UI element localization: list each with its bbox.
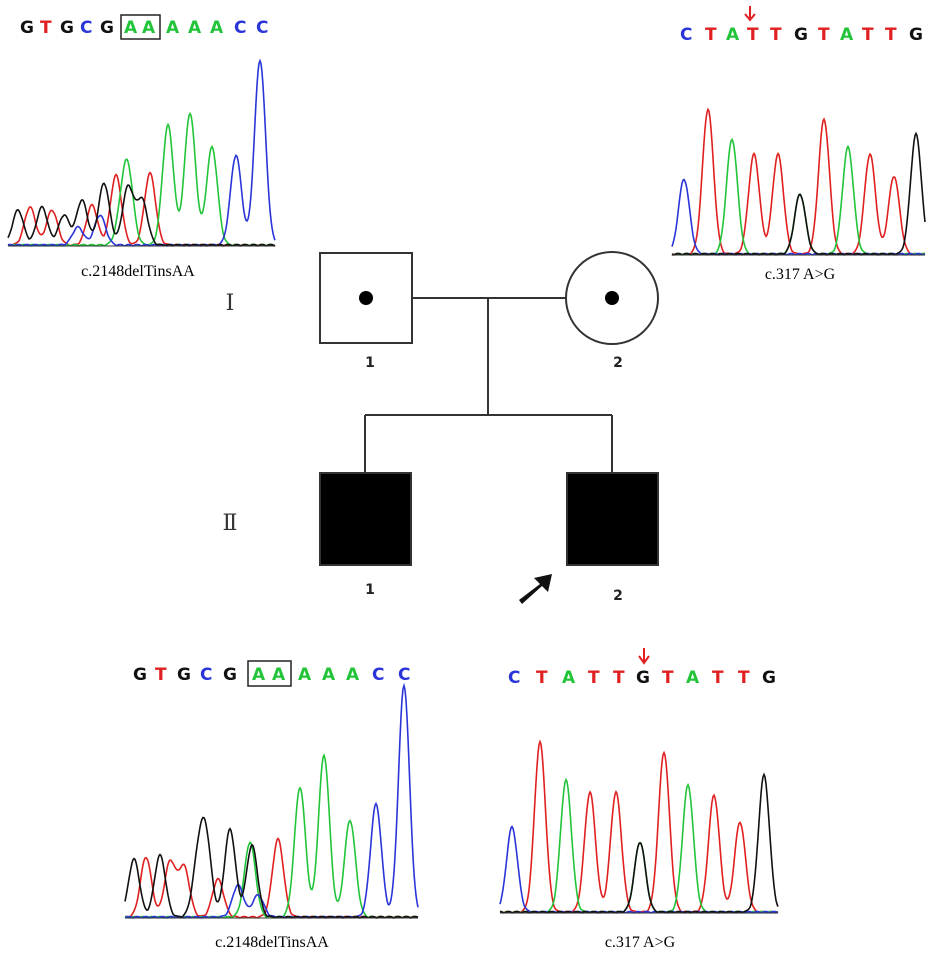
trace-group bbox=[671, 107, 926, 256]
trace-group bbox=[7, 58, 276, 247]
mutation-caption: c.317 A>G bbox=[605, 934, 676, 951]
base-letter: A bbox=[686, 668, 700, 688]
base-letter: A bbox=[346, 665, 360, 685]
base-letter: A bbox=[840, 25, 854, 45]
base-letter: T bbox=[662, 668, 674, 688]
pedigree: Ⅰ Ⅱ 1 2 1 2 bbox=[223, 251, 659, 604]
generation-label: Ⅱ bbox=[223, 511, 238, 536]
base-letter: C bbox=[508, 668, 520, 688]
base-letter: T bbox=[613, 668, 625, 688]
individual-I-2: 2 bbox=[565, 251, 659, 371]
base-letter: T bbox=[862, 25, 874, 45]
male-affected-symbol bbox=[566, 472, 659, 566]
carrier-dot-icon bbox=[359, 291, 373, 305]
base-letter: A bbox=[252, 665, 266, 685]
individual-number: 1 bbox=[365, 582, 375, 598]
trace-G bbox=[671, 131, 926, 256]
generation-label: Ⅰ bbox=[226, 291, 235, 316]
base-letter: C bbox=[398, 665, 410, 685]
trace-group bbox=[499, 739, 779, 914]
trace-A bbox=[124, 753, 419, 919]
base-letter: T bbox=[747, 25, 759, 45]
chromatogram-mother: C T A T T G T A T T G c.317 A>G bbox=[671, 6, 926, 283]
base-letter: A bbox=[726, 25, 740, 45]
base-letter: T bbox=[155, 665, 167, 685]
base-letter: T bbox=[885, 25, 897, 45]
chromatogram-proband-1: G T G C G A A A A A C C c.2148delTinsAA bbox=[124, 660, 419, 951]
trace-G bbox=[124, 816, 419, 919]
trace-T bbox=[7, 171, 276, 247]
base-letter: G bbox=[177, 665, 191, 685]
base-letter: G bbox=[20, 18, 34, 38]
trace-G bbox=[7, 182, 276, 247]
chromatogram-proband-2-sequence: C T A T T G T A T T G bbox=[508, 668, 776, 688]
base-letter: C bbox=[256, 18, 268, 38]
base-letter: G bbox=[762, 668, 776, 688]
trace-T bbox=[671, 107, 926, 256]
individual-number: 2 bbox=[613, 355, 623, 371]
mutation-caption: c.2148delTinsAA bbox=[81, 263, 195, 280]
base-letter: T bbox=[40, 18, 52, 38]
base-letter: C bbox=[200, 665, 212, 685]
mutation-caption: c.317 A>G bbox=[765, 266, 836, 283]
base-letter: G bbox=[100, 18, 114, 38]
base-letter: A bbox=[124, 18, 138, 38]
proband-arrow-icon bbox=[519, 574, 552, 604]
base-letter: G bbox=[223, 665, 237, 685]
base-letter: A bbox=[166, 18, 180, 38]
base-letter: G bbox=[794, 25, 808, 45]
base-letter: T bbox=[536, 668, 548, 688]
insertion-box bbox=[247, 660, 292, 687]
base-letter: T bbox=[818, 25, 830, 45]
base-letter: T bbox=[705, 25, 717, 45]
insertion-box bbox=[120, 14, 161, 40]
base-letter: C bbox=[372, 665, 384, 685]
individual-I-1: 1 bbox=[319, 252, 413, 371]
mutation-arrow-icon bbox=[744, 6, 756, 22]
mutation-caption: c.2148delTinsAA bbox=[215, 934, 329, 951]
base-letter: C bbox=[234, 18, 246, 38]
base-letter: C bbox=[80, 18, 92, 38]
individual-II-1: 1 bbox=[319, 472, 412, 598]
individual-II-2: 2 bbox=[519, 472, 659, 604]
base-letter: A bbox=[142, 18, 156, 38]
chromatogram-father-sequence: G T G C G A A A A A C C bbox=[20, 18, 268, 38]
base-letter: T bbox=[770, 25, 782, 45]
chromatogram-proband-1-sequence: G T G C G A A A A A C C bbox=[133, 665, 410, 685]
chromatogram-proband-2: C T A T T G T A T T G c.317 A>G bbox=[499, 648, 779, 951]
individual-number: 2 bbox=[613, 588, 623, 604]
base-letter: C bbox=[680, 25, 692, 45]
base-letter: G bbox=[133, 665, 147, 685]
pedigree-lines bbox=[364, 297, 613, 473]
trace-T bbox=[125, 837, 419, 919]
trace-group bbox=[124, 682, 419, 919]
carrier-dot-icon bbox=[605, 291, 619, 305]
chromatogram-father: G T G C G A A A A A C C c.2148delTinsAA bbox=[7, 14, 276, 280]
mutation-arrow-icon bbox=[638, 648, 650, 665]
male-affected-symbol bbox=[319, 472, 412, 566]
base-letter: G bbox=[909, 25, 923, 45]
base-letter: A bbox=[272, 665, 286, 685]
base-letter: A bbox=[210, 18, 224, 38]
trace-T bbox=[499, 739, 779, 914]
base-letter: A bbox=[562, 668, 576, 688]
base-letter: T bbox=[712, 668, 724, 688]
chromatogram-mother-sequence: C T A T T G T A T T G bbox=[680, 25, 923, 45]
base-letter: G bbox=[636, 668, 650, 688]
base-letter: A bbox=[298, 665, 312, 685]
base-letter: G bbox=[60, 18, 74, 38]
individual-number: 1 bbox=[365, 355, 375, 371]
base-letter: A bbox=[322, 665, 336, 685]
base-letter: A bbox=[188, 18, 202, 38]
base-letter: T bbox=[738, 668, 750, 688]
base-letter: T bbox=[588, 668, 600, 688]
